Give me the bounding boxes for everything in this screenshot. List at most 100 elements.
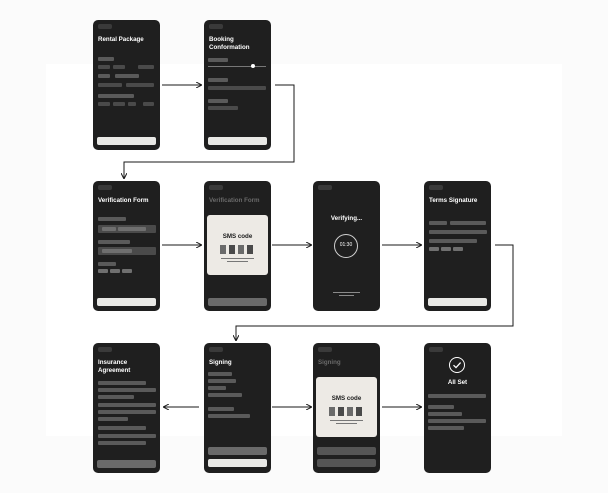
countdown-timer: 01:30	[334, 234, 358, 258]
placeholder-bar	[98, 269, 108, 273]
code-underline	[336, 423, 357, 424]
placeholder-bar	[110, 269, 120, 273]
slider-track	[208, 66, 266, 67]
placeholder-bar	[98, 65, 110, 69]
primary-button[interactable]	[97, 298, 156, 306]
slider-knob[interactable]	[251, 64, 255, 68]
status-notch	[318, 185, 332, 190]
screen-title: Insurance Agreement	[98, 359, 131, 374]
modal-title: SMS code	[331, 395, 362, 402]
placeholder-bar	[98, 426, 146, 430]
placeholder-bar	[98, 240, 130, 244]
screen-verifying: Verifying... 01:30	[313, 181, 380, 311]
status-notch	[98, 347, 112, 352]
placeholder-bar	[115, 74, 139, 78]
secondary-button[interactable]	[208, 447, 267, 455]
status-notch	[98, 24, 112, 29]
placeholder-bar	[98, 83, 122, 87]
placeholder-bar	[429, 230, 487, 234]
primary-button[interactable]	[97, 460, 156, 468]
placeholder-bar	[428, 412, 462, 416]
primary-button[interactable]	[428, 298, 487, 306]
screen-title: Signing	[209, 359, 232, 366]
placeholder-bar	[208, 106, 238, 110]
screen-rental-package: Rental Package	[93, 20, 160, 150]
placeholder-bar	[208, 58, 228, 62]
primary-button[interactable]	[97, 137, 156, 145]
check-circle-icon	[449, 357, 465, 373]
code-digit[interactable]	[238, 245, 244, 254]
code-digit[interactable]	[356, 407, 362, 416]
status-notch	[429, 347, 443, 352]
progress-line	[339, 295, 354, 296]
screen-insurance-agreement: Insurance Agreement	[93, 343, 160, 473]
placeholder-bar	[98, 441, 146, 445]
screen-title: Verification Form	[209, 197, 260, 204]
placeholder-bar	[98, 395, 134, 399]
placeholder-bar	[126, 83, 154, 87]
status-notch	[209, 185, 223, 190]
code-underline	[227, 261, 248, 262]
status-notch	[429, 185, 443, 190]
primary-button[interactable]	[208, 298, 267, 306]
placeholder-bar	[208, 386, 226, 390]
screen-signing-sms: Signing SMS code	[313, 343, 380, 473]
code-digit[interactable]	[220, 245, 226, 254]
placeholder-bar	[98, 94, 134, 98]
screen-title: Rental Package	[98, 36, 144, 43]
placeholder-bar	[102, 249, 132, 253]
screen-verification-sms: Verification Form SMS code	[204, 181, 271, 311]
placeholder-bar	[208, 372, 232, 376]
screen-title: Booking Conformation	[209, 36, 250, 51]
placeholder-bar	[208, 414, 250, 418]
screen-signing: Signing	[204, 343, 271, 473]
placeholder-bar	[98, 102, 110, 106]
screen-terms-signature: Terms Signature	[424, 181, 491, 311]
placeholder-bar	[98, 74, 110, 78]
secondary-button[interactable]	[317, 447, 376, 455]
screen-title: Signing	[318, 359, 341, 366]
placeholder-bar	[98, 403, 156, 407]
placeholder-bar	[98, 417, 128, 421]
placeholder-bar	[429, 239, 477, 243]
arrow-2-3	[124, 84, 295, 178]
status-notch	[98, 185, 112, 190]
placeholder-bar	[208, 407, 234, 411]
placeholder-bar	[428, 394, 486, 398]
screen-title: Verification Form	[98, 197, 149, 204]
placeholder-bar	[208, 78, 228, 82]
placeholder-bar	[113, 102, 125, 106]
primary-button[interactable]	[208, 137, 267, 145]
placeholder-bar	[118, 227, 146, 231]
status-notch	[318, 347, 332, 352]
placeholder-bar	[102, 227, 116, 231]
placeholder-bar	[428, 405, 454, 409]
placeholder-bar	[453, 247, 463, 251]
placeholder-bar	[98, 381, 146, 385]
screen-title: Terms Signature	[429, 197, 478, 204]
placeholder-bar	[98, 410, 156, 414]
placeholder-bar	[98, 217, 126, 221]
code-digit[interactable]	[338, 407, 344, 416]
placeholder-bar	[208, 393, 242, 397]
primary-button[interactable]	[208, 459, 267, 467]
code-digit[interactable]	[229, 245, 235, 254]
placeholder-bar	[450, 221, 486, 225]
sms-modal: SMS code	[207, 215, 268, 275]
screen-booking-conformation: Booking Conformation	[204, 20, 271, 150]
placeholder-bar	[428, 426, 464, 430]
code-digit[interactable]	[247, 245, 253, 254]
code-digit[interactable]	[347, 407, 353, 416]
screen-all-set: All Set	[424, 343, 491, 473]
screen-title: All Set	[447, 379, 468, 386]
placeholder-bar	[441, 247, 451, 251]
placeholder-bar	[128, 102, 136, 106]
timer-value: 01:30	[339, 242, 353, 248]
primary-button[interactable]	[317, 459, 376, 467]
placeholder-bar	[98, 388, 156, 392]
code-digit[interactable]	[329, 407, 335, 416]
status-notch	[209, 24, 223, 29]
sms-modal: SMS code	[316, 377, 377, 437]
placeholder-bar	[98, 262, 116, 266]
placeholder-bar	[429, 247, 439, 251]
